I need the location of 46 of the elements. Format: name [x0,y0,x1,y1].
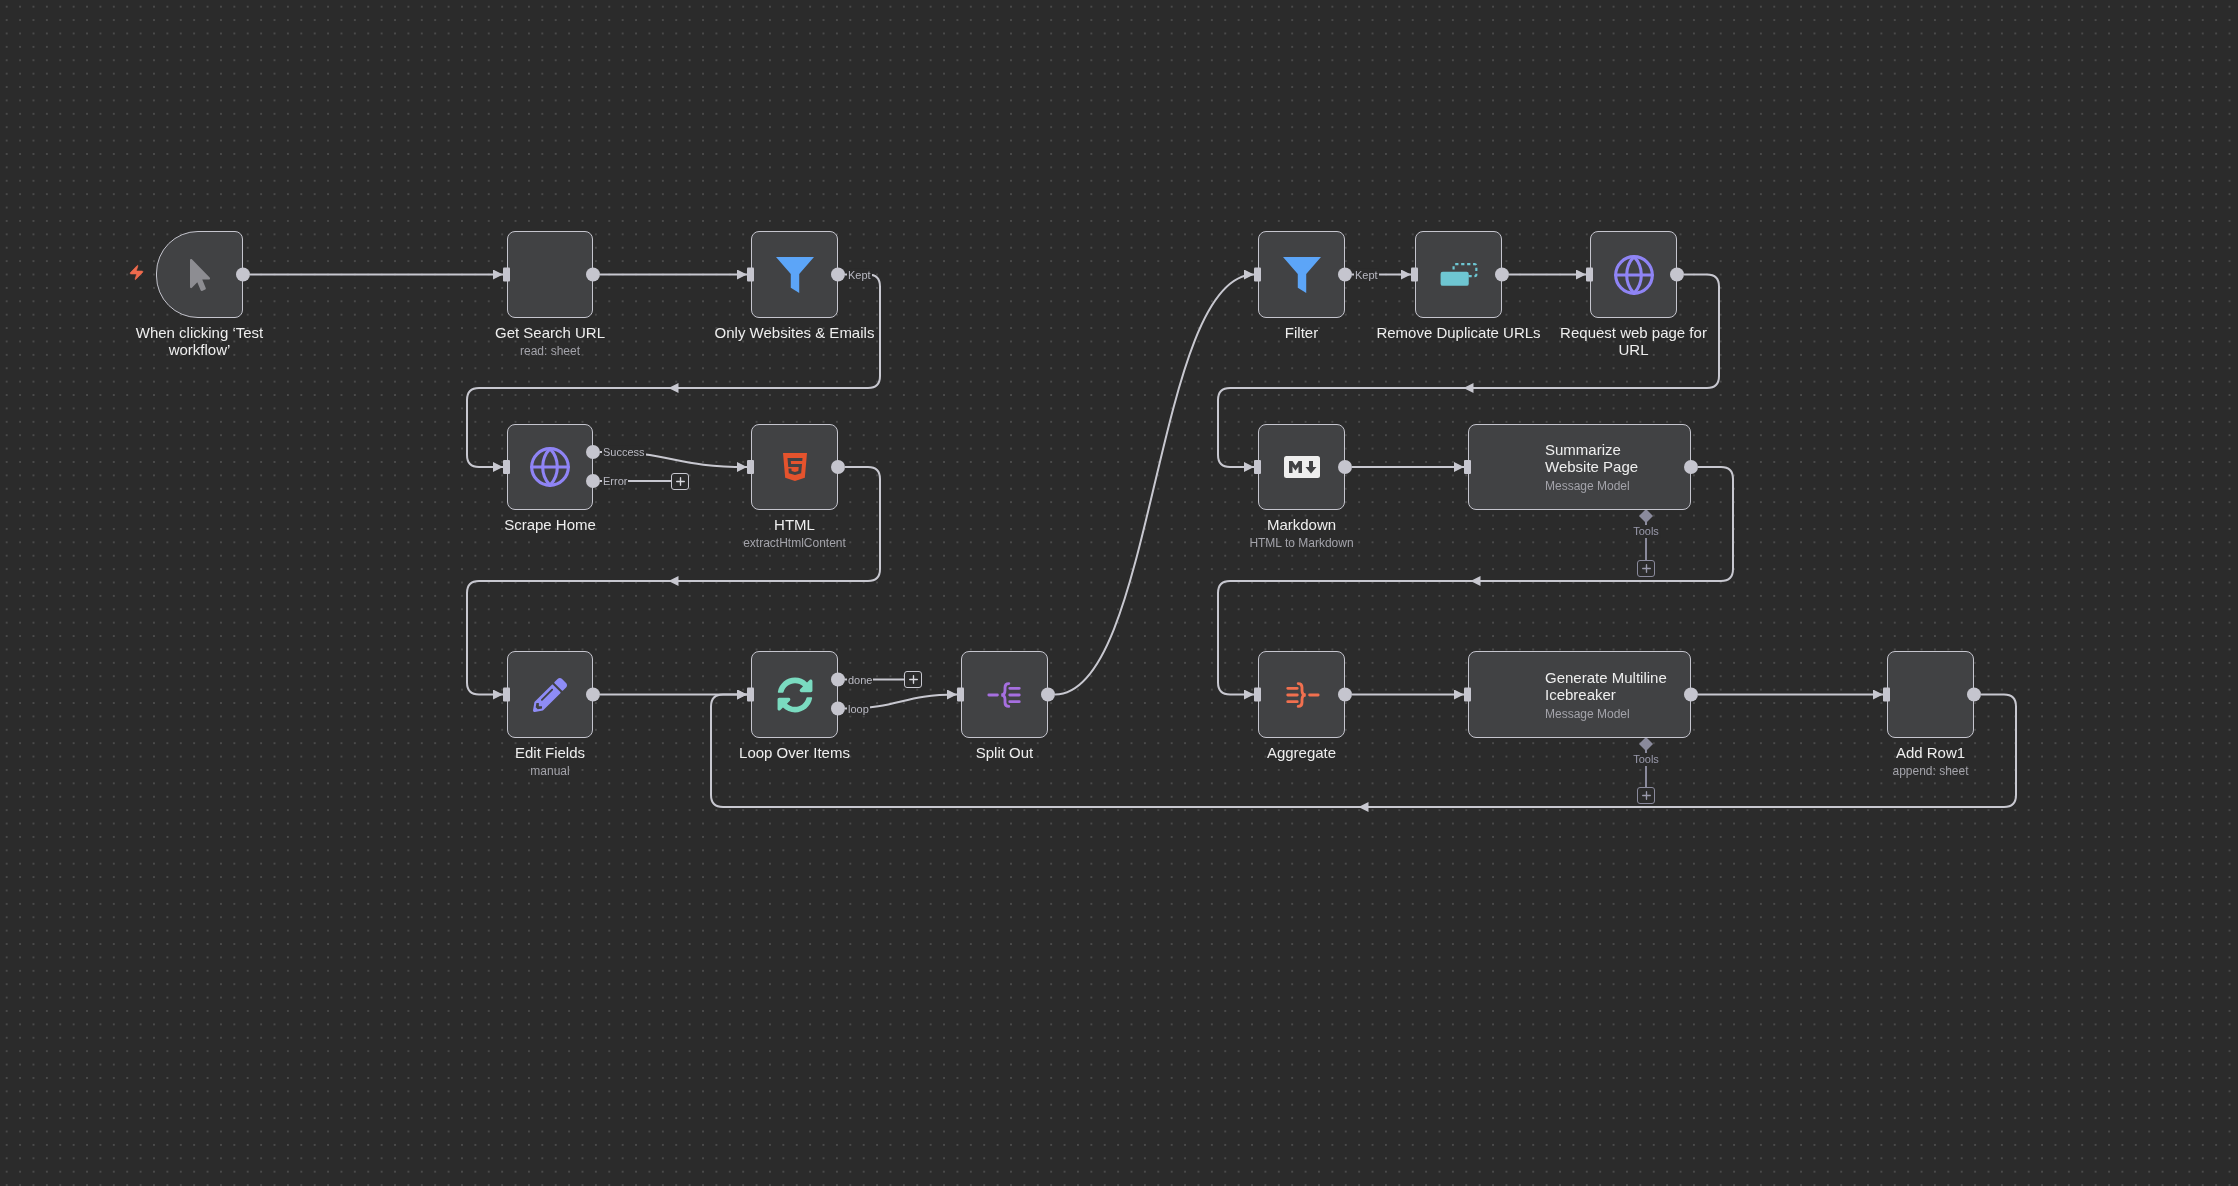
node-subtitle: manual [530,764,570,778]
edge-label: Tools [1632,753,1660,766]
node-title: Filter [1284,324,1319,341]
connector [1508,269,1587,280]
connector [1217,466,1734,700]
node-subtitle: Message Model [1545,706,1630,721]
edge-label: Tools [1632,525,1660,538]
node-subtitle: extractHtmlContent [743,536,846,550]
connector [1697,689,1884,700]
edge-label: loop [847,702,870,715]
edge-label: Error [602,474,629,488]
model-node [1468,424,1691,510]
node-subtitle: read: sheet [519,344,580,358]
model-node [1468,651,1691,738]
edge-label: done [847,673,874,686]
edge-label: Kept [847,268,872,281]
connector [710,689,2017,808]
connector [1217,273,1720,472]
node-title: Loop Over Items [739,744,850,761]
connector [466,466,881,700]
node-title: Split Out [975,744,1034,761]
edge-label: Success [602,445,646,459]
node-title: Only Websites & Emails [714,324,875,341]
node-title: Request web page for URL [1559,324,1708,358]
connector [466,273,881,472]
node-title: Scrape Home [504,516,596,533]
node-title: Aggregate [1266,744,1337,761]
node-title: Get Search URL [494,324,605,341]
node-title: Edit Fields [515,744,585,761]
node-title: Add Row1 [1895,744,1966,761]
connector [844,689,958,710]
node-subtitle: Message Model [1545,479,1630,493]
connector [599,269,748,280]
node-subtitle: HTML to Markdown [1249,536,1354,550]
connector [249,269,504,280]
node-title: When clicking ‘Test workflow’ [134,324,265,358]
node-title: HTML [774,516,815,533]
node-title: Summarize Website Page [1545,441,1640,475]
node-title: Remove Duplicate URLs [1376,324,1541,341]
edge-label: Kept [1354,268,1379,281]
node-title: Generate Multiline Icebreaker [1545,668,1668,703]
connector [1351,462,1465,472]
connector [1054,273,1255,696]
connector [1351,689,1465,700]
node-title: Markdown [1266,516,1337,533]
node-subtitle: append: sheet [1892,764,1969,778]
